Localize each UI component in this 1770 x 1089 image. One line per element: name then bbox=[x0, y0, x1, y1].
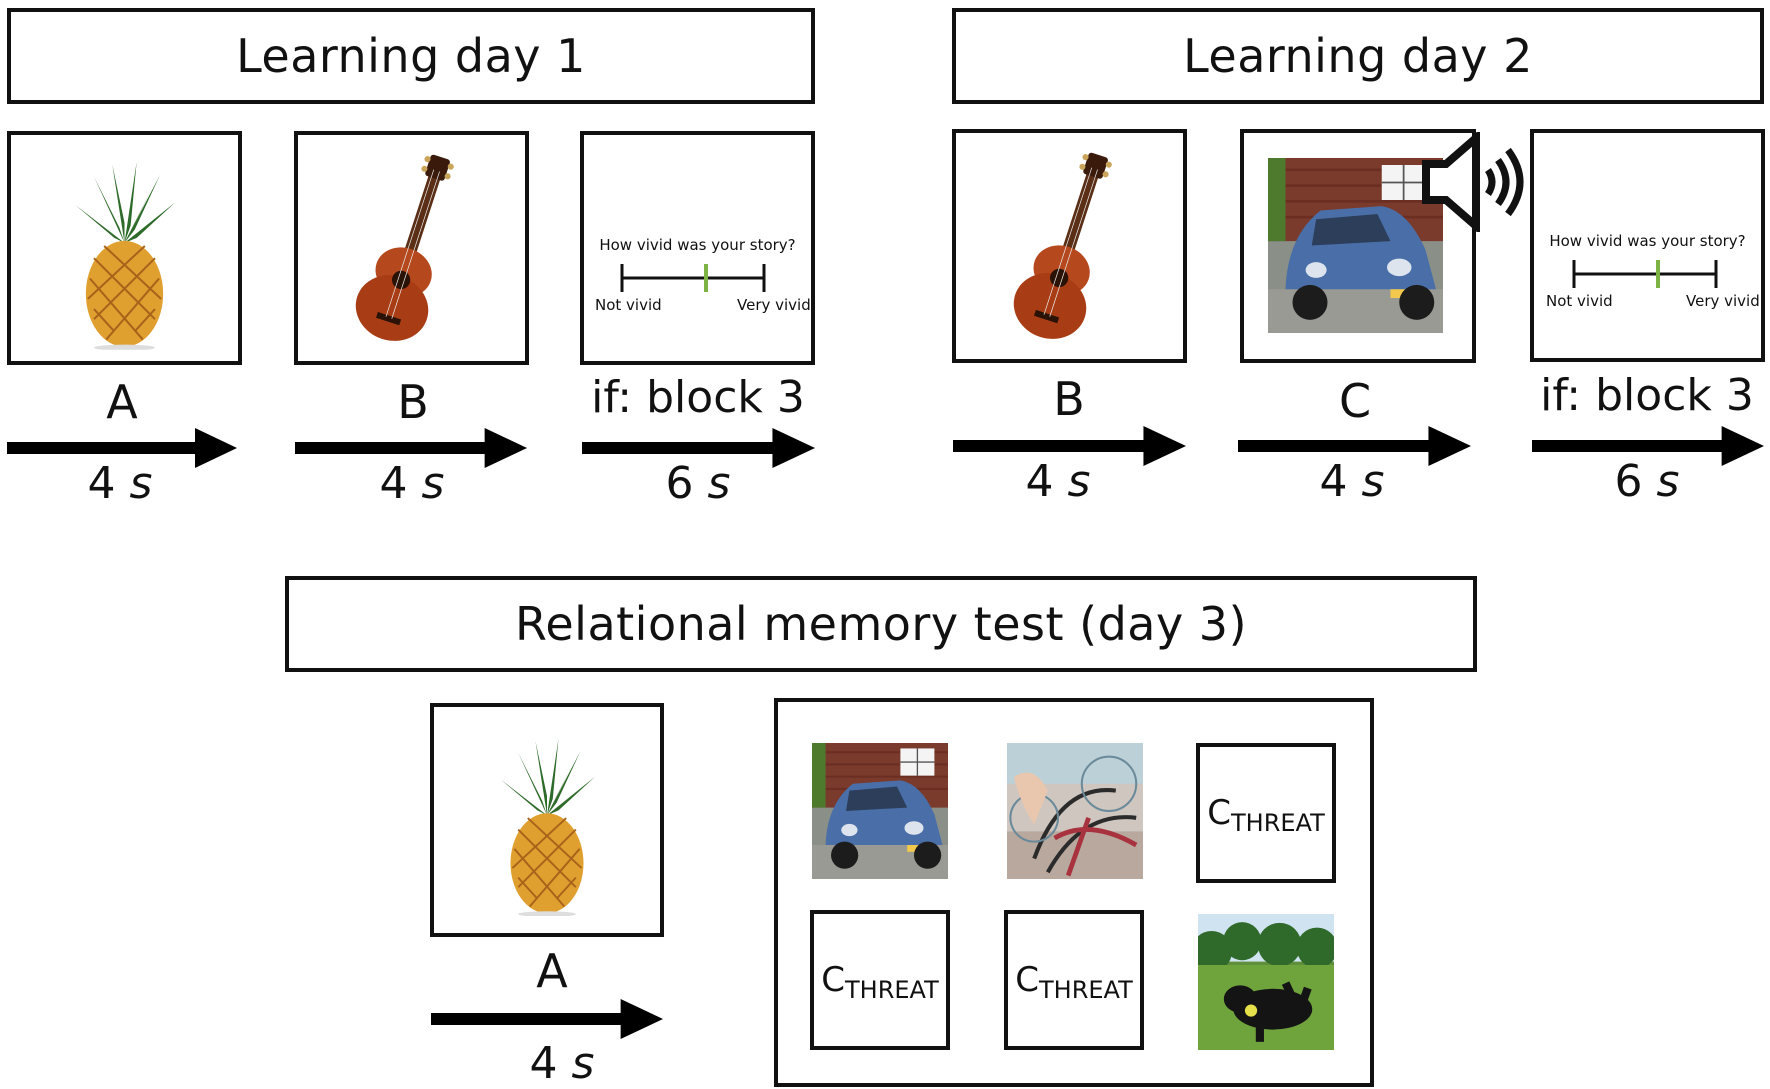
duration-unit: s bbox=[571, 1038, 595, 1089]
option-blue-car-image[interactable] bbox=[812, 743, 948, 879]
rating-high-label: Very vivid bbox=[1686, 292, 1760, 310]
day2-duration-b: 4 s bbox=[938, 456, 1178, 507]
option-c-main: C bbox=[821, 960, 845, 1000]
option-c-sub: THREAT bbox=[1230, 809, 1325, 837]
day3-cue-frame bbox=[430, 703, 664, 937]
day1-duration-a: 4 s bbox=[0, 458, 240, 509]
rating-scale bbox=[1572, 260, 1718, 288]
option-c-sub: THREAT bbox=[1038, 976, 1133, 1004]
day1-duration-b: 4 s bbox=[292, 458, 532, 509]
duration-unit: s bbox=[421, 458, 445, 509]
option-bicycles-image[interactable] bbox=[1007, 743, 1143, 879]
day1-rating-frame: How vivid was your story? Not vivid Very… bbox=[580, 131, 815, 365]
duration-value: 6 bbox=[1614, 456, 1643, 507]
day3-duration-a: 4 s bbox=[442, 1038, 682, 1089]
day3-header: Relational memory test (day 3) bbox=[285, 576, 1477, 672]
day1-label-a: A bbox=[106, 375, 138, 429]
duration-value: 4 bbox=[1025, 456, 1054, 507]
guitar-image bbox=[1004, 144, 1135, 348]
rating-scale bbox=[620, 264, 766, 292]
option-c-main: C bbox=[1207, 793, 1231, 833]
duration-value: 4 bbox=[529, 1038, 558, 1089]
pineapple-image bbox=[499, 737, 596, 917]
pineapple-image bbox=[74, 160, 177, 350]
option-c-sub: THREAT bbox=[844, 976, 939, 1004]
option-c-main: C bbox=[1015, 960, 1039, 1000]
day2-rating-condition: if: block 3 bbox=[1540, 370, 1754, 421]
day3-arrow-a bbox=[431, 999, 663, 1039]
duration-unit: s bbox=[1656, 456, 1680, 507]
day1-duration-rating: 6 s bbox=[578, 458, 818, 509]
duration-unit: s bbox=[1067, 456, 1091, 507]
day1-header-label: Learning day 1 bbox=[236, 29, 586, 83]
option-dog-image[interactable] bbox=[1198, 914, 1334, 1050]
blue-car-image bbox=[1268, 158, 1443, 333]
day2-header-label: Learning day 2 bbox=[1183, 29, 1533, 83]
duration-value: 4 bbox=[87, 458, 116, 509]
speaker-sound-icon bbox=[1418, 128, 1538, 236]
duration-unit: s bbox=[129, 458, 153, 509]
day1-label-b: B bbox=[397, 375, 429, 429]
day2-label-c: C bbox=[1338, 374, 1372, 428]
day1-stimulus-a-frame bbox=[7, 131, 242, 365]
day2-header: Learning day 2 bbox=[952, 8, 1764, 104]
day1-rating-condition: if: block 3 bbox=[591, 372, 805, 423]
day1-header: Learning day 1 bbox=[7, 8, 815, 104]
duration-value: 6 bbox=[665, 458, 694, 509]
day2-label-b: B bbox=[1053, 372, 1085, 426]
day3-header-label: Relational memory test (day 3) bbox=[514, 597, 1248, 651]
day2-rating-frame: How vivid was your story? Not vivid Very… bbox=[1530, 129, 1765, 362]
rating-question: How vivid was your story? bbox=[599, 236, 796, 254]
duration-unit: s bbox=[707, 458, 731, 509]
day3-label-a: A bbox=[536, 944, 568, 998]
duration-unit: s bbox=[1361, 456, 1385, 507]
rating-low-label: Not vivid bbox=[1546, 292, 1613, 310]
rating-low-label: Not vivid bbox=[595, 296, 662, 314]
day2-stimulus-b-frame bbox=[952, 129, 1187, 363]
day2-duration-rating: 6 s bbox=[1527, 456, 1767, 507]
duration-value: 4 bbox=[1319, 456, 1348, 507]
guitar-image bbox=[346, 146, 477, 350]
duration-value: 4 bbox=[379, 458, 408, 509]
rating-question: How vivid was your story? bbox=[1549, 232, 1746, 250]
day1-stimulus-b-frame bbox=[294, 131, 529, 365]
day2-duration-c: 4 s bbox=[1232, 456, 1472, 507]
rating-high-label: Very vivid bbox=[737, 296, 811, 314]
